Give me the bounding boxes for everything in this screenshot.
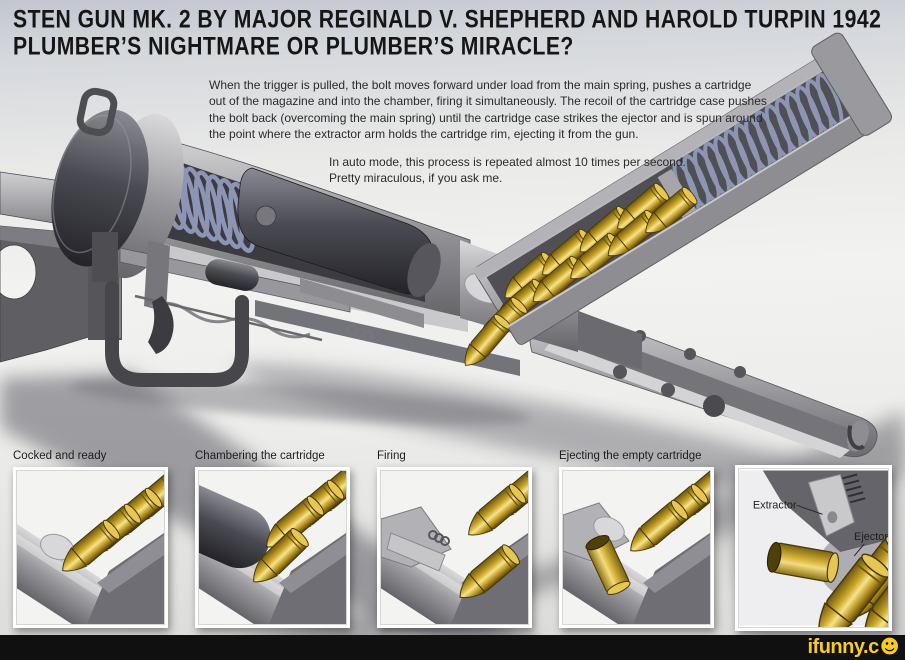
extractor-spring [842,473,866,504]
panel-label-firing: Firing [377,450,406,462]
extractor-label: Extractor [753,499,797,511]
sling-loop [76,87,118,137]
title-line-2: PLUMBER’S NIGHTMARE OR PLUMBER’S MIRACLE… [13,31,574,61]
sequence-panel-3 [377,467,532,628]
detail-panel-illustration: Extractor Ejector [738,468,889,628]
paragraph1-line4: the point where the extractor arm holds … [209,127,639,142]
panel-4-illustration [562,470,711,625]
ifunny-logo: ifunny.c☻ [808,636,900,659]
page-title: STEN GUN MK. 2 BY MAJOR REGINALD V. SHEP… [13,4,882,61]
detail-panel: Extractor Ejector [735,465,892,631]
extractor-arm [386,532,446,572]
extractor-arm [807,473,855,537]
panel-1-illustration [16,470,165,625]
description-paragraph-2: In auto mode, this process is repeated a… [329,154,686,187]
smiley-icon: ☻ [879,636,900,658]
rear-cap [51,87,184,279]
paragraph1-line2: out of the magazine and into the chamber… [209,94,767,109]
trigger-mechanism [92,232,424,387]
panel-label-chambering: Chambering the cartridge [195,450,325,462]
paragraph2-line1: In auto mode, this process is repeated a… [329,155,686,169]
magazine [456,32,892,373]
trigger [148,296,174,354]
sequence-panel-1 [13,467,168,628]
ejector-label: Ejector [854,531,888,543]
panel-label-cocked: Cocked and ready [13,450,107,462]
bolt [237,167,441,298]
description-paragraph-1: When the trigger is pulled, the bolt mov… [209,77,789,143]
frame-rail [255,300,520,376]
paragraph1-line1: When the trigger is pulled, the bolt mov… [209,78,752,92]
bolt-moving-forward [199,471,271,569]
trigger-guard [105,281,249,387]
cocking-handle [255,205,277,227]
ifunny-logo-text: ifunny.c [807,636,880,658]
magazine-endcap [811,32,892,136]
panel-3-illustration [380,470,529,625]
panel-2-illustration [198,470,347,625]
panel-label-ejecting: Ejecting the empty cartridge [559,450,702,462]
sequence-panel-4 [559,467,714,628]
paragraph1-line3: the bolt back (overcoming the main sprin… [209,110,763,125]
title-line-1: STEN GUN MK. 2 BY MAJOR REGINALD V. SHEP… [13,4,882,33]
sequence-panel-2 [195,467,350,628]
watermark-bar: ifunny.c☻ [0,635,905,660]
paragraph2-line2: Pretty miraculous, if you ask me. [329,171,503,186]
